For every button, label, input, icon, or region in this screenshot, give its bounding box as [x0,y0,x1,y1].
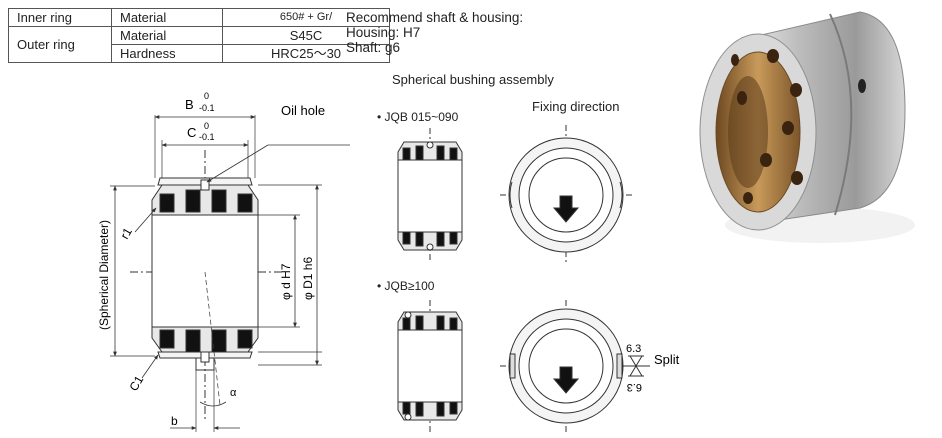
split-value-bottom: 6.3 [627,381,642,393]
d-h7-label: φ d H7 [279,263,293,300]
d1-h6-label: φ D1 h6 [301,257,315,300]
plug-row-top [159,189,253,213]
main-cross-section [110,115,350,432]
outer-ring-label: Outer ring [8,26,112,63]
split-label: Split [654,352,680,367]
dim-b-upper: 0 [204,91,209,101]
dim-c-upper: 0 [204,121,209,131]
variant-large-label: • JQB≥100 [377,279,435,293]
fixing-direction-large [500,300,650,432]
fixing-direction-small [500,125,632,262]
spherical-diameter-label: (Spherical Diameter) [97,220,111,330]
outer-hardness-label: Hardness [111,44,223,63]
c1-label: C1 [126,373,146,394]
recommend-housing: Housing: H7 [346,25,421,40]
outer-material-label: Material [111,26,223,45]
recommend-block: Recommend shaft & housing: Housing: H7 S… [346,10,523,55]
fixing-title: Fixing direction [532,99,620,114]
assembly-large [397,300,463,432]
outer-ring-row: Outer ring Material S45C [8,26,390,63]
oil-hole-label: Oil hole [281,103,325,118]
assembly-title: Spherical bushing assembly [392,72,554,87]
outer-hardness-value: HRC25～30 [222,44,390,63]
r1-label: r1 [117,225,135,242]
plug-row-bottom [159,329,253,353]
alpha-label: α [230,387,237,399]
dim-b-lower: -0.1 [199,103,215,113]
dim-c-lower: -0.1 [199,132,215,142]
recommend-title: Recommend shaft & housing: [346,10,524,25]
outer-hardness-row: Hardness HRC25～30 [9,44,390,63]
bushing-photo [699,11,915,243]
spec-table: Inner ring Material 650# + Gr/ Outer rin… [8,8,390,63]
b-small-label: b [171,414,178,428]
dim-b-label: B [185,97,194,112]
recommend-shaft: Shaft: g6 [346,40,401,55]
assembly-small [397,128,463,262]
variant-small-label: • JQB 015~090 [377,110,459,124]
dim-c-label: C [187,125,196,140]
split-value-top: 6.3 [626,343,641,355]
